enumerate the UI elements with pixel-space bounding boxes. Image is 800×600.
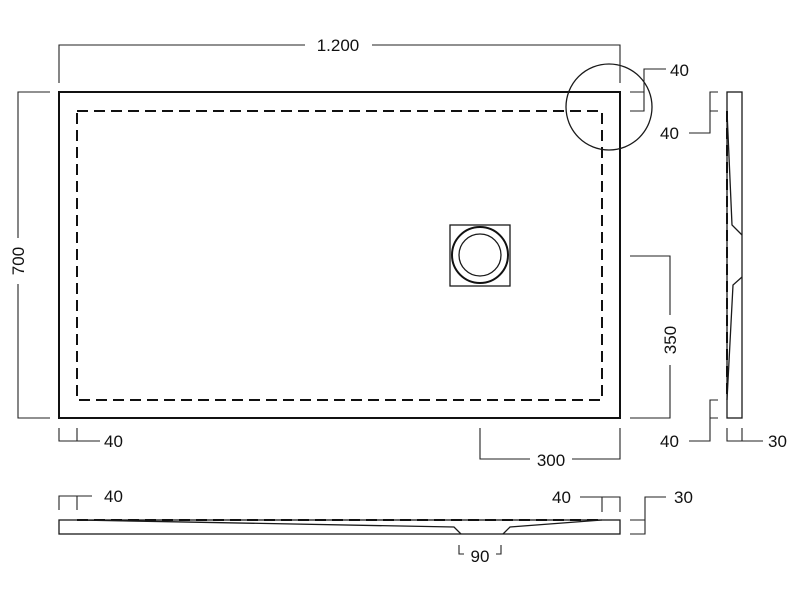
tray-outline: [58, 91, 621, 419]
rim-inner-dashed: [76, 110, 603, 401]
detail-circle: [565, 63, 653, 151]
dim-drain-width: 90: [458, 545, 502, 566]
drain-icon: [449, 224, 511, 287]
dim-side-rim-top-label: 40: [660, 124, 679, 143]
dim-front-thickness-label: 30: [674, 488, 693, 507]
dim-drain-end: 300: [479, 428, 621, 470]
dim-front-rim-left-label: 40: [104, 487, 123, 506]
dim-length: 1.200: [58, 36, 621, 83]
dim-side-rim-bottom-label: 40: [660, 432, 679, 451]
dim-rim-left-label: 40: [104, 432, 123, 451]
dim-rim-top-right: 40: [630, 61, 689, 112]
dim-length-label: 1.200: [317, 36, 360, 55]
plan-view: [58, 63, 653, 419]
dim-side-thickness: 30: [726, 428, 787, 451]
side-view: [726, 91, 743, 419]
dim-rim-left: 40: [58, 428, 123, 451]
front-view: [58, 519, 621, 535]
dim-drain-side: 350: [630, 255, 680, 419]
dim-rim-top-right-label: 40: [670, 61, 689, 80]
dim-width: 700: [9, 91, 50, 419]
dim-side-rim-bottom: 40: [660, 399, 718, 451]
dim-drain-side-label: 350: [661, 326, 680, 354]
dim-front-rim-right-label: 40: [552, 488, 571, 507]
dim-side-thickness-label: 30: [768, 432, 787, 451]
dim-width-label: 700: [9, 247, 28, 275]
dim-front-rim-left: 40: [58, 487, 123, 510]
dim-front-rim-right: 40: [552, 488, 621, 512]
dim-front-thickness: 30: [630, 488, 693, 535]
dim-drain-end-label: 300: [537, 451, 565, 470]
dim-drain-width-label: 90: [471, 547, 490, 566]
dim-side-rim-top: 40: [660, 91, 718, 143]
